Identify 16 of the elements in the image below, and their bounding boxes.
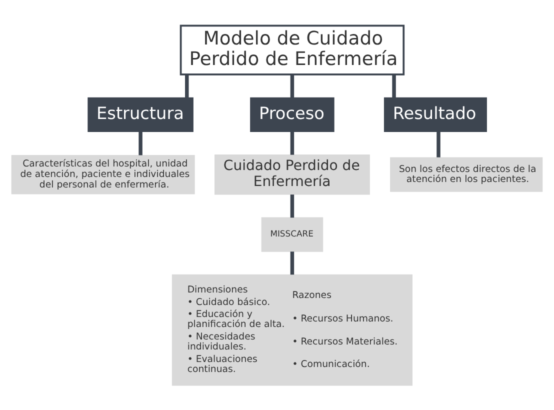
connector — [290, 194, 294, 218]
node-box: Estructura — [88, 96, 194, 132]
node-box: Proceso — [250, 96, 334, 132]
node-box: Son los efectos directos de la atención en los pacientes. — [390, 156, 543, 192]
node-box: Cuidado Perdido de Enfermería — [214, 154, 370, 194]
connector — [185, 74, 189, 98]
node-box: Resultado — [384, 96, 487, 132]
node-box: Características del hospital, unidad de atención, paciente e individuales del personal de enfermería. — [11, 154, 195, 194]
connector — [290, 251, 294, 274]
connector — [290, 131, 294, 154]
connector — [138, 131, 142, 155]
node-box: MISSCARE — [261, 216, 324, 252]
connector — [436, 131, 440, 157]
connector — [290, 74, 294, 98]
connector — [392, 74, 396, 98]
node-box: Modelo de Cuidado Perdido de Enfermería — [180, 24, 405, 75]
